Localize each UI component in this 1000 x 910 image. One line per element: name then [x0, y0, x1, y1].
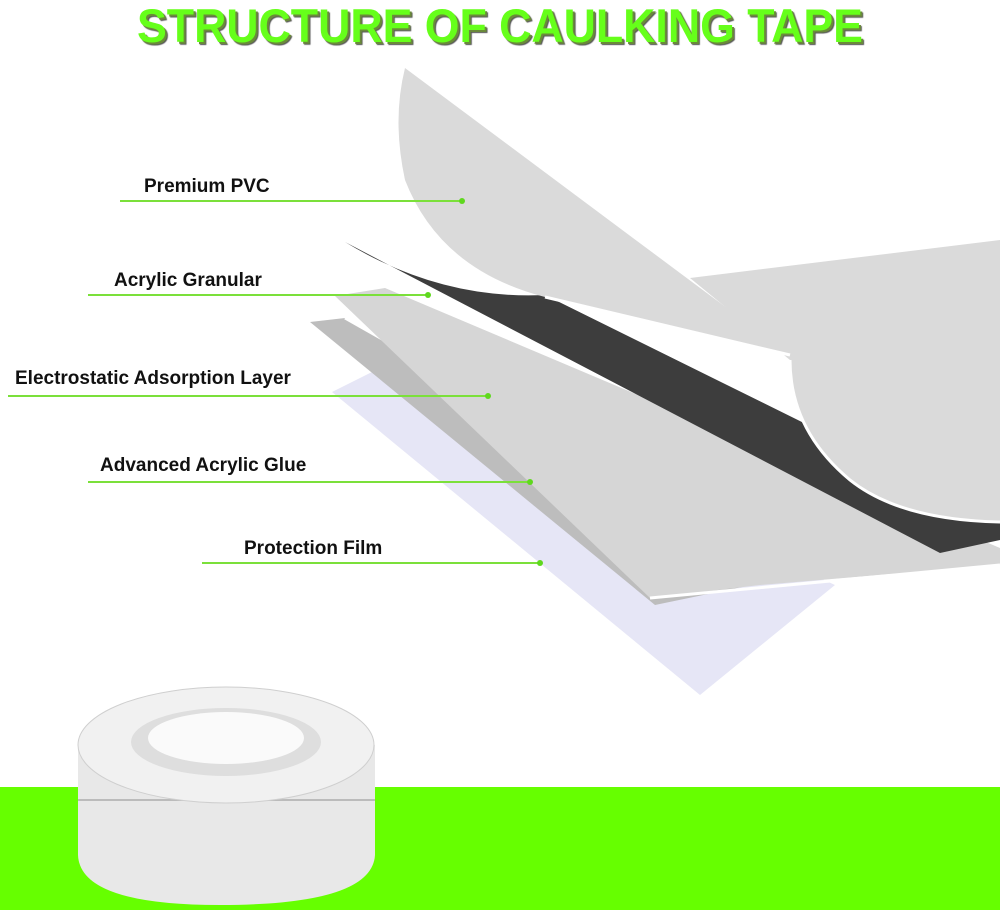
- leader-dot: [425, 292, 431, 298]
- tape-roll-image: [77, 686, 375, 905]
- label-electrostatic-adsorption-layer: Electrostatic Adsorption Layer: [15, 368, 291, 389]
- leader-dot: [459, 198, 465, 204]
- label-protection-film: Protection Film: [244, 538, 383, 559]
- leader-line: [88, 481, 530, 483]
- acrylic-granular-layer: [345, 242, 1000, 553]
- label-premium-pvc: Premium PVC: [144, 176, 270, 197]
- label-advanced-acrylic-glue: Advanced Acrylic Glue: [100, 455, 307, 476]
- pvc-top-sheet: [398, 68, 790, 355]
- leader-line: [202, 562, 540, 564]
- label-acrylic-granular: Acrylic Granular: [114, 270, 262, 291]
- leader-dot: [537, 560, 543, 566]
- leader-dot: [485, 393, 491, 399]
- page-title: STRUCTURE OF CAULKING TAPE: [137, 0, 863, 52]
- leader-line: [8, 395, 488, 397]
- leader-dot: [527, 479, 533, 485]
- electrostatic-layer: [335, 288, 1000, 598]
- leader-line: [88, 294, 428, 296]
- leader-line: [120, 200, 462, 202]
- pvc-right-sheet: [690, 240, 1000, 522]
